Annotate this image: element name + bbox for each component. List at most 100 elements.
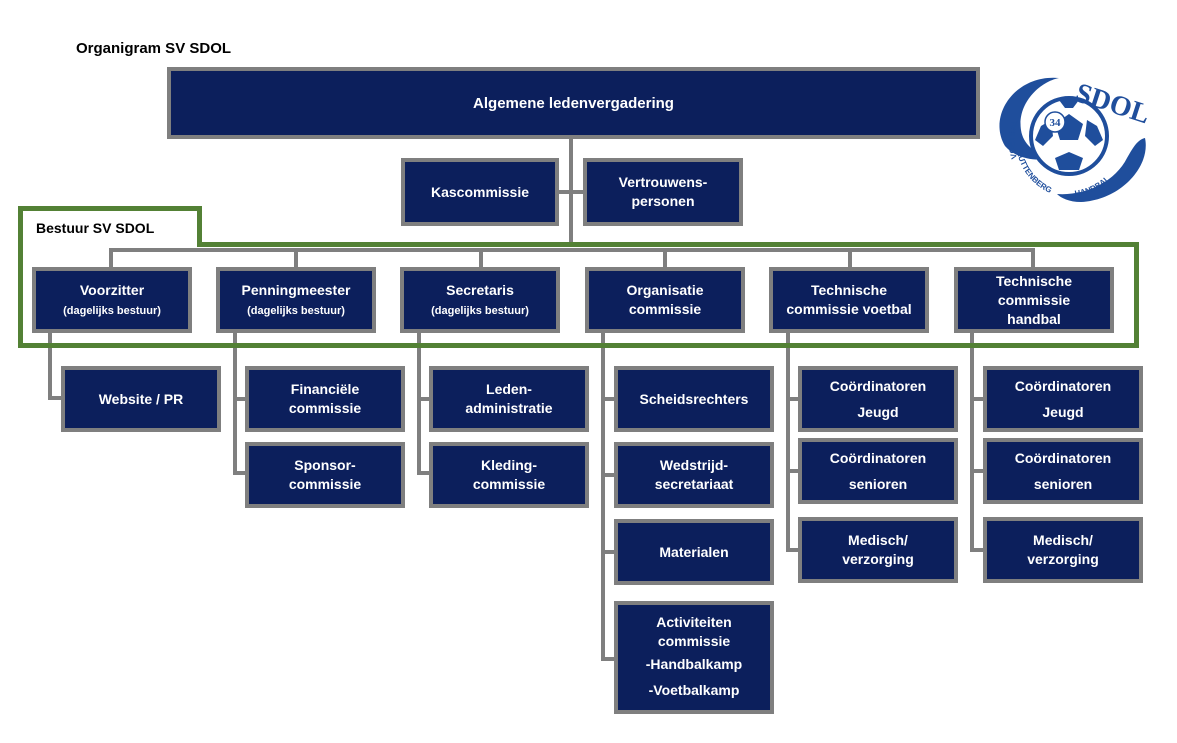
svg-text:VOETBAL: VOETBAL	[1007, 118, 1020, 160]
connector	[48, 330, 52, 400]
connector	[233, 397, 249, 401]
connector	[786, 548, 802, 552]
connector	[233, 471, 249, 475]
box-label: senioren	[1033, 476, 1093, 492]
box-label: Scheidsrechters	[639, 390, 749, 407]
box-penningmeester: Penningmeester (dagelijks bestuur)	[216, 267, 376, 333]
connector	[1031, 248, 1035, 270]
bestuur-tab	[18, 206, 202, 247]
box-label: Technische	[811, 282, 887, 298]
box-label: commissie	[628, 301, 702, 317]
box-label: Leden-	[486, 381, 532, 397]
connector	[786, 330, 790, 552]
box-handbal-medisch-verzorging: Medisch/ verzorging	[983, 517, 1143, 583]
connector	[294, 248, 298, 270]
box-kascommissie: Kascommissie	[401, 158, 559, 226]
box-label: Website / PR	[98, 390, 184, 407]
connector	[970, 397, 986, 401]
connector	[848, 248, 852, 270]
box-sublabel: (dagelijks bestuur)	[63, 305, 161, 317]
box-label: commissie	[288, 476, 362, 492]
connector	[479, 248, 483, 270]
box-voetbal-medisch-verzorging: Medisch/ verzorging	[798, 517, 958, 583]
box-sublabel: (dagelijks bestuur)	[431, 305, 529, 317]
box-label: Wedstrijd-	[659, 457, 729, 473]
box-scheidsrechters: Scheidsrechters	[614, 366, 774, 432]
box-label: Kascommissie	[430, 183, 530, 200]
box-label: Secretaris	[446, 282, 514, 298]
connector	[601, 397, 617, 401]
box-voorzitter: Voorzitter (dagelijks bestuur)	[32, 267, 192, 333]
connector	[109, 248, 1033, 252]
connector	[970, 548, 986, 552]
box-sponsorcommissie: Sponsor- commissie	[245, 442, 405, 508]
box-vertrouwenspersonen: Vertrouwens- personen	[583, 158, 743, 226]
box-label: Medisch/	[1033, 532, 1093, 548]
sdol-logo: 34 SDOL VOETBAL LUTTENBERG HANDBAL	[999, 77, 1151, 202]
connector	[601, 550, 617, 554]
box-label: personen	[631, 193, 695, 209]
box-label: Financiële	[290, 381, 360, 397]
box-label: Kleding-	[481, 457, 537, 473]
connector	[48, 396, 64, 400]
box-label: commissie voetbal	[786, 301, 912, 317]
box-voetbal-coordinatoren-jeugd: Coördinatoren Jeugd	[798, 366, 958, 432]
connector	[601, 657, 617, 661]
box-kledingcommissie: Kleding- commissie	[429, 442, 589, 508]
logo-ball-patch	[1059, 100, 1079, 108]
box-label: Activiteiten	[656, 613, 732, 630]
bestuur-label: Bestuur SV SDOL	[36, 220, 155, 236]
box-label: commissie	[288, 400, 362, 416]
box-label: Coördinatoren	[1014, 378, 1112, 394]
box-sublabel: (dagelijks bestuur)	[247, 305, 345, 317]
connector	[417, 471, 433, 475]
box-algemene-ledenvergadering: Algemene ledenvergadering	[167, 67, 980, 139]
box-label: Jeugd	[1042, 404, 1084, 420]
box-handbal-coordinatoren-jeugd: Coördinatoren Jeugd	[983, 366, 1143, 432]
bestuur-frame	[18, 242, 1139, 348]
box-label: Organisatie	[626, 282, 704, 298]
box-technische-commissie-voetbal: Technische commissie voetbal	[769, 267, 929, 333]
box-label: administratie	[465, 400, 553, 416]
box-label: Medisch/	[848, 532, 908, 548]
box-label: Algemene ledenvergadering	[473, 94, 674, 112]
box-label: Jeugd	[857, 404, 899, 420]
connector	[786, 397, 802, 401]
connector	[786, 469, 802, 473]
box-wedstrijdsecretariaat: Wedstrijd- secretariaat	[614, 442, 774, 508]
logo-text-voetbal: VOETBAL	[1007, 118, 1020, 160]
connector	[970, 330, 974, 552]
box-materialen: Materialen	[614, 519, 774, 585]
connector	[970, 469, 986, 473]
logo-swoosh	[999, 77, 1059, 160]
box-label: Coördinatoren	[1014, 450, 1112, 466]
box-label: Penningmeester	[241, 282, 351, 298]
page-title: Organigram SV SDOL	[76, 40, 232, 57]
box-ledenadministratie: Leden- administratie	[429, 366, 589, 432]
connector	[601, 473, 617, 477]
box-technische-commissie-handbal: Technische commissie handbal	[954, 267, 1114, 333]
box-label: verzorging	[842, 551, 914, 567]
box-label: Coördinatoren	[829, 450, 927, 466]
box-financiele-commissie: Financiële commissie	[245, 366, 405, 432]
connector	[233, 330, 237, 475]
logo-number: 34	[1050, 117, 1062, 129]
logo-ball-patch	[1085, 120, 1103, 146]
connector	[663, 248, 667, 270]
box-organisatie-commissie: Organisatie commissie	[585, 267, 745, 333]
box-website-pr: Website / PR	[61, 366, 221, 432]
box-voetbal-coordinatoren-senioren: Coördinatoren senioren	[798, 438, 958, 504]
box-label: commissie	[472, 476, 546, 492]
connector	[109, 248, 113, 270]
logo-swoosh	[1057, 138, 1146, 202]
box-label: handbal	[1007, 310, 1061, 327]
connector	[417, 330, 421, 475]
box-label: Voorzitter	[79, 282, 145, 298]
box-activiteiten-commissie: Activiteiten commissie -Handbalkamp -Voe…	[614, 601, 774, 714]
box-label: Technische	[996, 272, 1072, 289]
box-label: senioren	[848, 476, 908, 492]
box-label: commissie	[997, 291, 1071, 308]
connector	[601, 330, 605, 661]
box-label: Vertrouwens-	[618, 174, 708, 190]
box-handbal-coordinatoren-senioren: Coördinatoren senioren	[983, 438, 1143, 504]
